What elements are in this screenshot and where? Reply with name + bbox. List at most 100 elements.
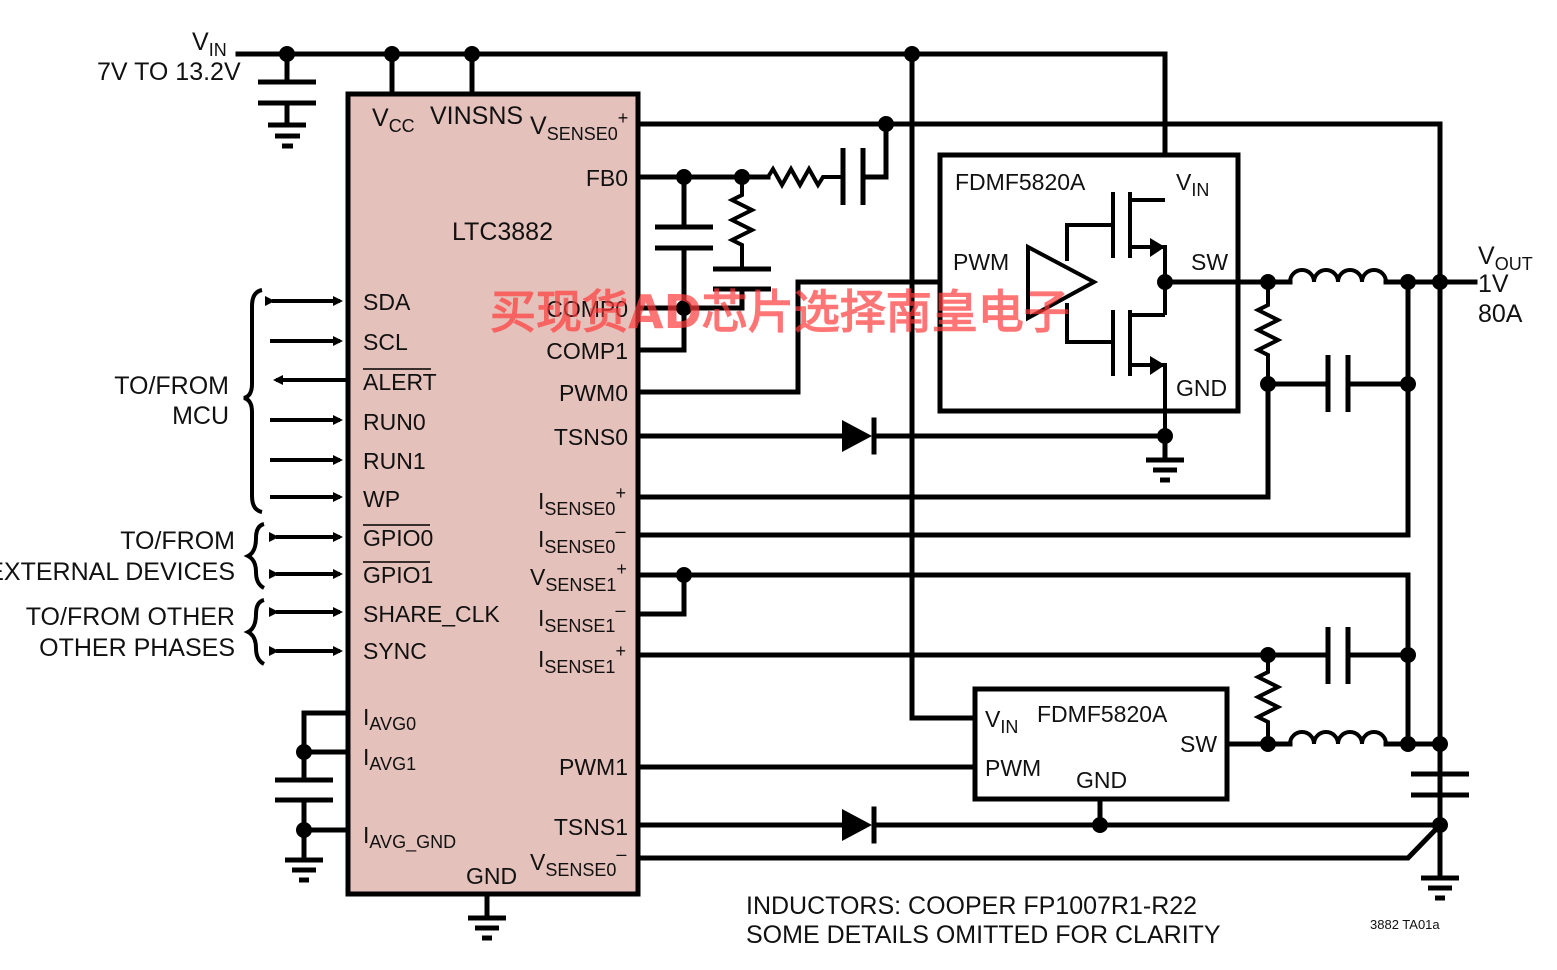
pin-share-clk: SHARE_CLK — [363, 601, 500, 627]
fb0-compensation — [635, 121, 889, 353]
ltc3882-ic-body — [345, 91, 641, 897]
pin-pwm1: PWM1 — [559, 754, 628, 780]
pin-isense1-plus: ISENSE1+ — [538, 641, 626, 677]
pin-vinsns: VINSNS — [430, 102, 523, 130]
ic-part-number: LTC3882 — [452, 218, 553, 246]
output-filter-bottom — [1225, 627, 1469, 901]
iavg-network — [275, 710, 351, 883]
pin-gpio1: GPIO1 — [363, 562, 433, 588]
vout-current: 80A — [1478, 300, 1523, 328]
pin-comp1: COMP1 — [546, 338, 628, 364]
power-stage-top-sw: SW — [1191, 249, 1228, 275]
pin-vsense0-minus: VSENSE0– — [530, 844, 626, 880]
note-inductors: INDUCTORS: COOPER FP1007R1-R22 — [746, 892, 1197, 920]
pin-tsns1: TSNS1 — [554, 814, 628, 840]
resistor-icon — [1253, 282, 1283, 384]
pin-iavg1: IAVG1 — [363, 744, 416, 774]
pin-wp: WP — [363, 486, 400, 512]
pin-pwm0: PWM0 — [559, 380, 628, 406]
junction-dot — [1432, 274, 1448, 290]
power-stage-top-vin: VIN — [1176, 169, 1209, 200]
pin-iavg-gnd: IAVG_GND — [363, 822, 456, 853]
junction-dot — [676, 300, 692, 316]
pin-vsense1-plus: VSENSE1+ — [530, 559, 627, 595]
vin-rail: VIN 7V TO 13.2V — [97, 28, 1168, 721]
resistor-icon — [1253, 655, 1283, 744]
group-mcu-line2: MCU — [172, 402, 229, 430]
junction-dot — [464, 46, 480, 62]
diode-icon — [842, 809, 872, 841]
capacitor-icon — [1325, 627, 1351, 684]
tsns0-diode — [635, 417, 1184, 483]
ground-icon — [1146, 457, 1184, 483]
pin-run1: RUN1 — [363, 448, 426, 474]
pin-fb0: FB0 — [586, 165, 628, 191]
group-external-line2: EXTERNAL DEVICES — [0, 558, 235, 586]
pin-comp0: COMP0 — [546, 296, 628, 322]
figure-id: 3882 TA01a — [1370, 917, 1440, 932]
pin-isense0-plus: ISENSE0+ — [538, 483, 626, 519]
power-stage-bottom-name: FDMF5820A — [1037, 701, 1168, 727]
power-stage-bottom-gnd: GND — [1076, 767, 1127, 793]
junction-dot — [1260, 736, 1276, 752]
right-pin-labels: FB0 COMP0 COMP1 PWM0 TSNS0 ISENSE0+ ISEN… — [466, 165, 628, 889]
power-stage-top-pwm: PWM — [953, 249, 1009, 275]
junction-dot — [296, 744, 312, 760]
pin-iavg0: IAVG0 — [363, 704, 416, 734]
watermark-text: 买现货AD芯片选择南皇电子 — [490, 285, 1070, 339]
junction-dot — [296, 822, 312, 838]
pin-run0: RUN0 — [363, 409, 426, 435]
ground-icon — [285, 857, 323, 883]
group-mcu-line1: TO/FROM — [114, 372, 229, 400]
signal-arrows — [265, 296, 348, 656]
pin-isense0-minus: ISENSE0– — [538, 521, 625, 557]
ground-icon — [468, 915, 506, 941]
vout-label: VOUT — [1478, 242, 1533, 274]
brace-phases — [243, 598, 266, 666]
tsns1-diode — [635, 806, 1443, 844]
capacitor-icon — [655, 224, 713, 251]
pwm0-trace — [635, 279, 1033, 395]
capacitor-icon — [840, 148, 866, 205]
diode-icon — [842, 420, 872, 452]
brace-external — [243, 522, 266, 590]
pin-gpio0: GPIO0 — [363, 525, 433, 551]
power-stage-top: FDMF5820A VIN PWM SW GND — [937, 152, 1271, 436]
resistor-icon — [727, 177, 757, 268]
power-stage-bottom-pwm: PWM — [985, 755, 1041, 781]
group-external-line1: TO/FROM — [120, 527, 235, 555]
vsense0-plus-trace — [635, 121, 1443, 873]
junction-dot — [384, 46, 400, 62]
note-omitted: SOME DETAILS OMITTED FOR CLARITY — [746, 921, 1221, 949]
vsense1-plus-trace — [635, 572, 1411, 658]
power-stage-top-gnd: GND — [1176, 375, 1227, 401]
vin-range: 7V TO 13.2V — [97, 58, 241, 86]
output-filter-top — [1253, 268, 1478, 538]
capacitor-icon — [275, 777, 333, 803]
isense1-minus-trace — [635, 572, 687, 617]
vout-voltage: 1V — [1478, 270, 1509, 298]
inductor-icon — [1288, 268, 1388, 283]
pin-gnd: GND — [466, 863, 517, 889]
brace-mcu — [243, 288, 263, 514]
capacitor-icon — [1325, 355, 1351, 412]
power-stage-bottom-vin: VIN — [985, 706, 1018, 737]
inductor-icon — [1288, 730, 1388, 745]
power-stage-bottom: VIN FDMF5820A PWM SW GND — [972, 686, 1230, 828]
pin-alert: ALERT — [363, 369, 437, 395]
pin-sync: SYNC — [363, 638, 427, 664]
power-stage-bottom-sw: SW — [1180, 731, 1217, 757]
group-phases-line1: TO/FROM OTHER — [26, 603, 235, 631]
pin-vcc: VCC — [372, 104, 415, 136]
junction-dot — [1092, 817, 1108, 833]
resistor-icon — [766, 164, 843, 190]
ground-icon — [1421, 875, 1459, 901]
fdmf5820a-bottom-body — [972, 686, 1230, 802]
vsense0-minus-trace — [635, 821, 1444, 861]
pin-sda: SDA — [363, 289, 411, 315]
power-stage-top-name: FDMF5820A — [955, 169, 1086, 195]
driver-amplifier-icon — [1026, 243, 1099, 322]
pin-isense1-minus: ISENSE1– — [538, 600, 625, 636]
left-pin-labels: SDA SCL ALERT RUN0 RUN1 WP GPIO0 GPIO1 S… — [363, 289, 500, 853]
